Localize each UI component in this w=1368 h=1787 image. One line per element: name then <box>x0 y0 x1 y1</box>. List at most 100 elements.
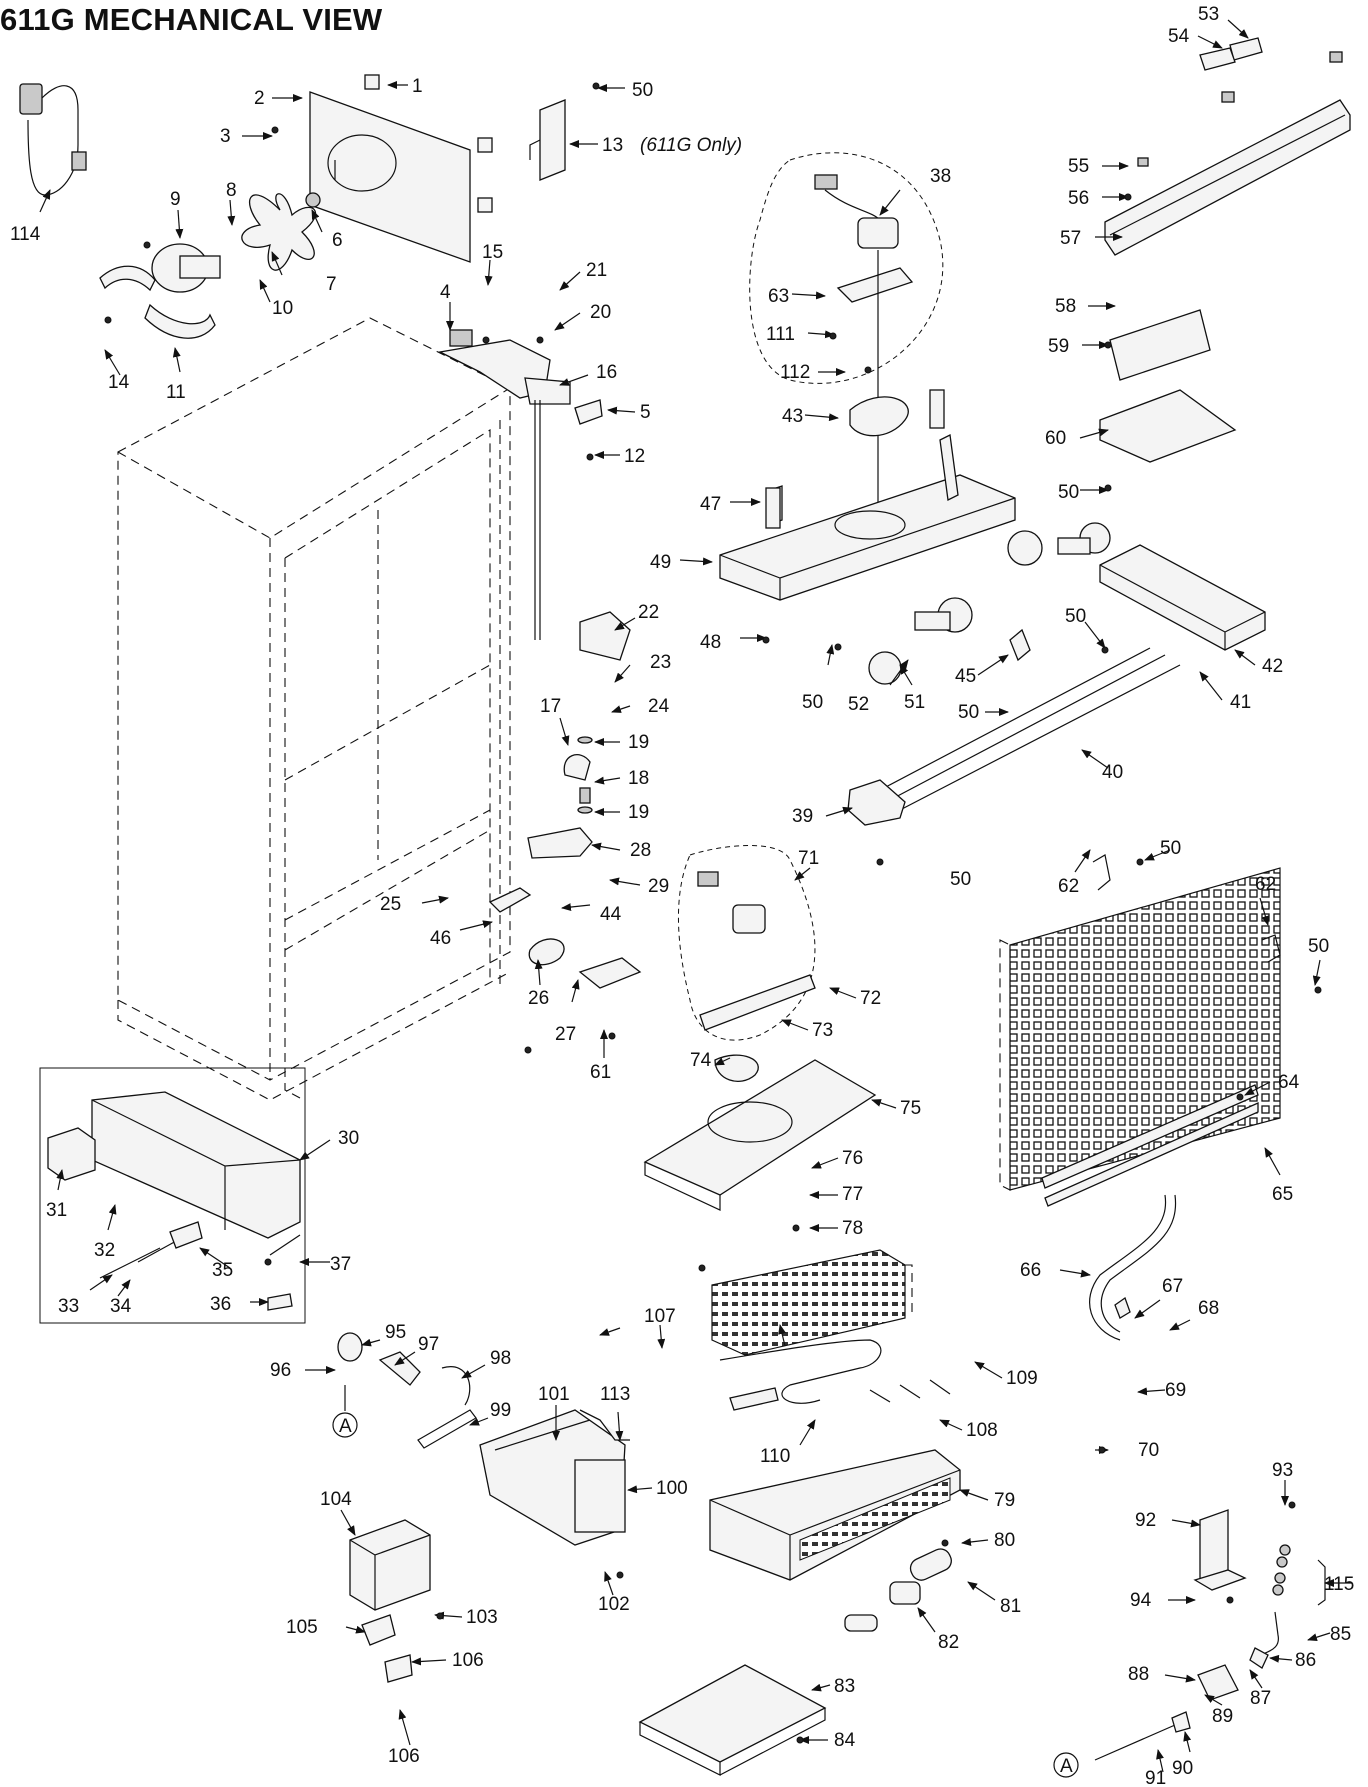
callout-53: 53 <box>1198 4 1219 25</box>
callout-44: 44 <box>600 904 622 925</box>
callout-23: 23 <box>650 652 671 673</box>
callout-22: 22 <box>638 602 659 623</box>
callout-33: 33 <box>58 1296 79 1317</box>
callout-12: 12 <box>624 446 645 467</box>
callout-35: 35 <box>212 1260 233 1281</box>
callout-114: 114 <box>10 224 41 245</box>
callout-92: 92 <box>1135 1510 1156 1531</box>
callout-113: 113 <box>600 1384 630 1405</box>
callout-100: 100 <box>656 1478 688 1499</box>
callout-30: 30 <box>338 1128 359 1149</box>
cabinet-outline <box>117 317 511 1101</box>
callout-81: 81 <box>1000 1596 1021 1617</box>
callout-65: 65 <box>1272 1184 1293 1205</box>
callout-75: 75 <box>900 1098 921 1119</box>
callout-19: 19 <box>628 802 649 823</box>
callout-25: 25 <box>380 894 401 915</box>
callout-28: 28 <box>630 840 651 861</box>
callout-69: 69 <box>1165 1380 1186 1401</box>
callout-48: 48 <box>700 632 721 653</box>
evaporator-coil <box>999 854 1281 1341</box>
callout-18: 18 <box>628 768 649 789</box>
callout-13: 13 <box>602 135 623 156</box>
callout-57: 57 <box>1060 228 1081 249</box>
callout-19: 19 <box>628 732 649 753</box>
callout-99: 99 <box>490 1400 511 1421</box>
callout-50: 50 <box>1160 838 1181 859</box>
callout-24: 24 <box>648 696 670 717</box>
evaporator-fan-motor-38 <box>814 174 914 520</box>
screws <box>104 82 1322 1744</box>
callout-15: 15 <box>482 242 503 263</box>
leader-lines <box>39 19 1352 1773</box>
callout-61: 61 <box>590 1062 611 1083</box>
condenser-coil <box>711 1249 951 1411</box>
marker-a-label: A <box>1060 1756 1073 1777</box>
callout-1: 1 <box>412 76 423 97</box>
callout-16: 16 <box>596 362 617 383</box>
lamp-socket-42 <box>1099 544 1266 651</box>
callout-63: 63 <box>768 286 789 307</box>
reference-marker-a: A A <box>332 1385 1079 1778</box>
callout-45: 45 <box>955 666 976 687</box>
bracket-13 <box>539 99 566 181</box>
callout-86: 86 <box>1295 1650 1316 1671</box>
marker-a-label: A <box>339 1416 352 1437</box>
callout-91: 91 <box>1145 1768 1166 1787</box>
callout-87: 87 <box>1250 1688 1271 1709</box>
fan-motor <box>99 243 221 339</box>
callout-62: 62 <box>1255 874 1276 895</box>
callout-105: 105 <box>286 1617 318 1638</box>
callout-7: 7 <box>326 274 337 295</box>
callout-39: 39 <box>792 806 813 827</box>
callout-110: 110 <box>760 1446 790 1467</box>
callout-77: 77 <box>842 1184 863 1205</box>
hinge-assembly <box>488 611 642 989</box>
callout-107: 107 <box>644 1306 676 1327</box>
callout-40: 40 <box>1102 762 1123 783</box>
power-cord <box>19 83 87 196</box>
callout-74: 74 <box>690 1050 712 1071</box>
fan-mounting-plate-49 <box>719 434 1016 601</box>
callout-50: 50 <box>958 702 979 723</box>
callout-106: 106 <box>452 1650 484 1671</box>
callout-68: 68 <box>1198 1298 1219 1319</box>
callout-50: 50 <box>802 692 823 713</box>
callout-2: 2 <box>254 88 265 109</box>
callout-89: 89 <box>1212 1706 1233 1727</box>
callout-26: 26 <box>528 988 549 1009</box>
page-title: 611G MECHANICAL VIEW <box>0 2 383 37</box>
callout-67: 67 <box>1162 1276 1183 1297</box>
callout-3: 3 <box>220 126 231 147</box>
ice-maker-assembly <box>337 1332 630 1683</box>
light-tubes-40 <box>847 647 1181 826</box>
thermostat-assembly <box>437 329 603 640</box>
callout-62: 62 <box>1058 876 1079 897</box>
callout-112: 112 <box>780 362 810 383</box>
callout-31: 31 <box>46 1200 67 1221</box>
callout-93: 93 <box>1272 1460 1293 1481</box>
callout-59: 59 <box>1048 336 1069 357</box>
callout-21: 21 <box>586 260 607 281</box>
post-top <box>929 389 945 429</box>
callout-72: 72 <box>860 988 881 1009</box>
callout-66: 66 <box>1020 1260 1041 1281</box>
callout-97: 97 <box>418 1334 439 1355</box>
callout-96: 96 <box>270 1360 291 1381</box>
callout-34: 34 <box>110 1296 132 1317</box>
callout-76: 76 <box>842 1148 863 1169</box>
callout-90: 90 <box>1172 1758 1193 1779</box>
water-valve-assembly <box>1094 1509 1326 1761</box>
callout-83: 83 <box>834 1676 855 1697</box>
callout-88: 88 <box>1128 1664 1149 1685</box>
callout-6: 6 <box>332 230 343 251</box>
callout-42: 42 <box>1262 656 1283 677</box>
callout-43: 43 <box>782 406 803 427</box>
callout-84: 84 <box>834 1730 856 1751</box>
callout-10: 10 <box>272 298 293 319</box>
fan-assembly-38-outline <box>749 152 944 384</box>
heater-81 <box>844 1548 952 1632</box>
callout-104: 104 <box>320 1489 352 1510</box>
callout-51: 51 <box>904 692 925 713</box>
